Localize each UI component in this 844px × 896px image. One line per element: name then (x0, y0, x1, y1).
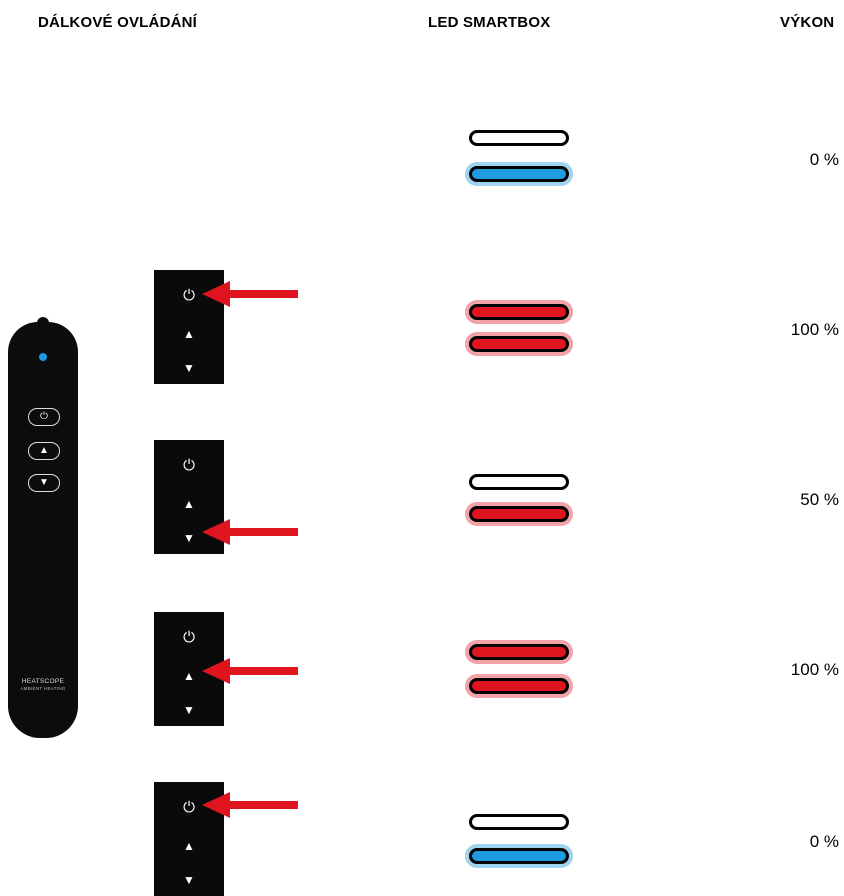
led-bar-top (469, 130, 569, 146)
power-value: 0 % (809, 832, 839, 851)
led-bar-top (469, 814, 569, 830)
header-led-smartbox: LED SMARTBOX (428, 14, 551, 31)
down-symbol: ▼ (183, 361, 195, 375)
arrow-left-icon (202, 519, 298, 545)
header-remote: DÁLKOVÉ OVLÁDÁNÍ (38, 14, 198, 31)
remote-brand-tagline: AMBIENT HEATING (20, 686, 66, 691)
header-power: VÝKON (780, 14, 835, 31)
remote-control: ⏻ ▲ ▼ HEATSCOPE AMBIENT HEATING (8, 317, 78, 738)
arrow-left-icon (202, 658, 298, 684)
led-bar-bottom (469, 678, 569, 694)
power-value: 100 % (790, 660, 839, 679)
led-bar-bottom (469, 506, 569, 522)
down-symbol: ▼ (183, 703, 195, 717)
up-symbol: ▲ (183, 327, 195, 341)
arrow-left-icon (202, 281, 298, 307)
led-bar-top (469, 474, 569, 490)
arrow-left-icon (202, 792, 298, 818)
remote-up-button: ▲ (28, 442, 60, 460)
power-value: 100 % (790, 320, 839, 339)
power-symbol: ⏻ (183, 799, 195, 816)
power-symbol: ⏻ (183, 287, 195, 304)
led-bar-top (469, 644, 569, 660)
up-symbol: ▲ (183, 497, 195, 511)
led-bar-bottom (469, 336, 569, 352)
remote-status-led (39, 353, 47, 361)
remote-brand-logo: HEATSCOPE (21, 678, 65, 685)
down-symbol: ▼ (183, 873, 195, 887)
power-symbol: ⏻ (183, 457, 195, 474)
power-value: 0 % (809, 150, 839, 169)
led-bar-bottom (469, 848, 569, 864)
up-symbol: ▲ (183, 669, 195, 683)
remote-power-button: ⏻ (28, 408, 60, 426)
remote-top-bump (37, 317, 49, 327)
remote-down-button: ▼ (28, 474, 60, 492)
button-panel: ⏻ ▲ ▼ (154, 270, 224, 384)
power-value: 50 % (800, 490, 839, 509)
led-bar-top (469, 304, 569, 320)
up-symbol: ▲ (183, 839, 195, 853)
power-symbol: ⏻ (183, 629, 195, 646)
down-symbol: ▼ (183, 531, 195, 545)
led-bar-bottom (469, 166, 569, 182)
